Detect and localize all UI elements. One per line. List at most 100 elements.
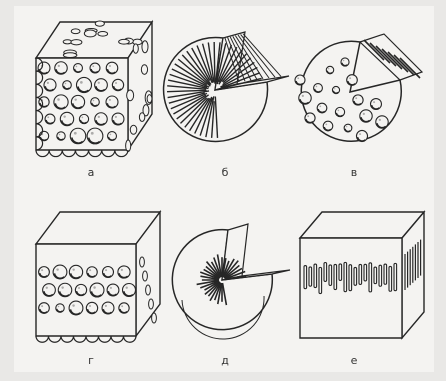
channel bbox=[309, 267, 312, 286]
channel bbox=[389, 266, 392, 291]
pore-highlight bbox=[359, 133, 361, 135]
pore-highlight bbox=[98, 82, 100, 84]
pore-highlight bbox=[328, 68, 329, 69]
pore-highlight bbox=[115, 82, 117, 84]
channel bbox=[349, 265, 352, 291]
channel bbox=[364, 264, 367, 281]
top-pore bbox=[119, 39, 130, 44]
pore-highlight bbox=[78, 287, 80, 289]
pore-highlight bbox=[46, 287, 48, 289]
top-pore bbox=[71, 29, 80, 34]
channel bbox=[324, 263, 327, 282]
pore-highlight bbox=[74, 98, 76, 100]
channel bbox=[369, 263, 372, 292]
channel bbox=[354, 267, 357, 285]
panel-a bbox=[36, 21, 152, 157]
label-v: в bbox=[351, 166, 357, 179]
side-pore bbox=[139, 113, 144, 122]
channel bbox=[339, 264, 342, 280]
pore-highlight bbox=[41, 305, 43, 307]
side-pore bbox=[143, 271, 148, 281]
channel bbox=[329, 265, 332, 286]
side-pore bbox=[126, 140, 131, 152]
channel bbox=[359, 264, 362, 284]
pore-highlight bbox=[80, 81, 83, 84]
side-pore bbox=[142, 41, 148, 53]
pore-highlight bbox=[72, 304, 74, 306]
label-e: е bbox=[351, 354, 358, 367]
channel bbox=[394, 263, 397, 290]
side-pore bbox=[149, 299, 154, 309]
pore-highlight bbox=[355, 97, 357, 99]
pore-highlight bbox=[65, 83, 67, 85]
side-pore bbox=[147, 95, 152, 103]
pore-highlight bbox=[121, 269, 123, 271]
pore-highlight bbox=[63, 115, 65, 117]
side-pore bbox=[146, 285, 151, 295]
pore-highlight bbox=[110, 287, 112, 289]
channel bbox=[304, 266, 307, 289]
pore-highlight bbox=[58, 306, 60, 308]
pore-highlight bbox=[346, 126, 347, 127]
pore-highlight bbox=[57, 98, 60, 101]
channel bbox=[384, 264, 387, 284]
pore-highlight bbox=[325, 123, 327, 125]
pore-highlight bbox=[91, 132, 94, 135]
side-pore bbox=[141, 65, 147, 75]
side-pore bbox=[152, 313, 157, 323]
pore-highlight bbox=[110, 134, 112, 136]
pore-highlight bbox=[105, 305, 107, 307]
pore-highlight bbox=[115, 116, 117, 118]
pore bbox=[87, 128, 103, 144]
pore-highlight bbox=[93, 286, 96, 289]
channel bbox=[379, 265, 382, 286]
pore bbox=[70, 128, 86, 144]
pore-highlight bbox=[373, 101, 375, 103]
side-pore bbox=[127, 90, 134, 101]
pore-highlight bbox=[89, 269, 91, 271]
pore-highlight bbox=[363, 113, 365, 115]
label-b: б bbox=[222, 166, 229, 179]
pore-highlight bbox=[302, 95, 304, 97]
pore-highlight bbox=[316, 86, 318, 88]
top-pore bbox=[63, 40, 72, 44]
pore bbox=[90, 283, 104, 297]
pore-highlight bbox=[92, 65, 94, 67]
pore-highlight bbox=[109, 65, 111, 67]
pore bbox=[76, 77, 91, 92]
pore-highlight bbox=[98, 116, 100, 118]
pore-highlight bbox=[297, 77, 299, 79]
top-pore bbox=[95, 21, 104, 26]
pore-highlight bbox=[109, 99, 111, 101]
channel bbox=[319, 267, 322, 293]
label-a: а bbox=[88, 166, 95, 179]
top-pore bbox=[71, 40, 82, 45]
pore-highlight bbox=[126, 287, 128, 289]
top-pore bbox=[98, 32, 108, 37]
label-d: д bbox=[221, 354, 229, 367]
label-g: г bbox=[88, 354, 94, 367]
pore-highlight bbox=[379, 119, 381, 121]
channel bbox=[344, 262, 347, 291]
pore-highlight bbox=[121, 305, 123, 307]
pore-highlight bbox=[82, 117, 84, 119]
pore-highlight bbox=[41, 269, 43, 271]
radial-lamella bbox=[214, 42, 215, 84]
pore-highlight bbox=[47, 82, 49, 84]
pore-highlight bbox=[58, 65, 60, 67]
top-pore bbox=[63, 53, 77, 58]
pore-highlight bbox=[319, 105, 321, 107]
channel bbox=[374, 267, 377, 284]
channel bbox=[314, 264, 317, 288]
side-pore bbox=[140, 257, 145, 267]
side-pore bbox=[133, 44, 138, 53]
pore-highlight bbox=[349, 77, 351, 79]
pore-highlight bbox=[105, 269, 107, 271]
panel-g bbox=[36, 212, 160, 342]
pore-highlight bbox=[56, 268, 58, 270]
channel bbox=[334, 264, 337, 289]
pore-highlight bbox=[93, 100, 95, 102]
side-pore bbox=[130, 125, 136, 134]
pore-highlight bbox=[74, 132, 77, 135]
